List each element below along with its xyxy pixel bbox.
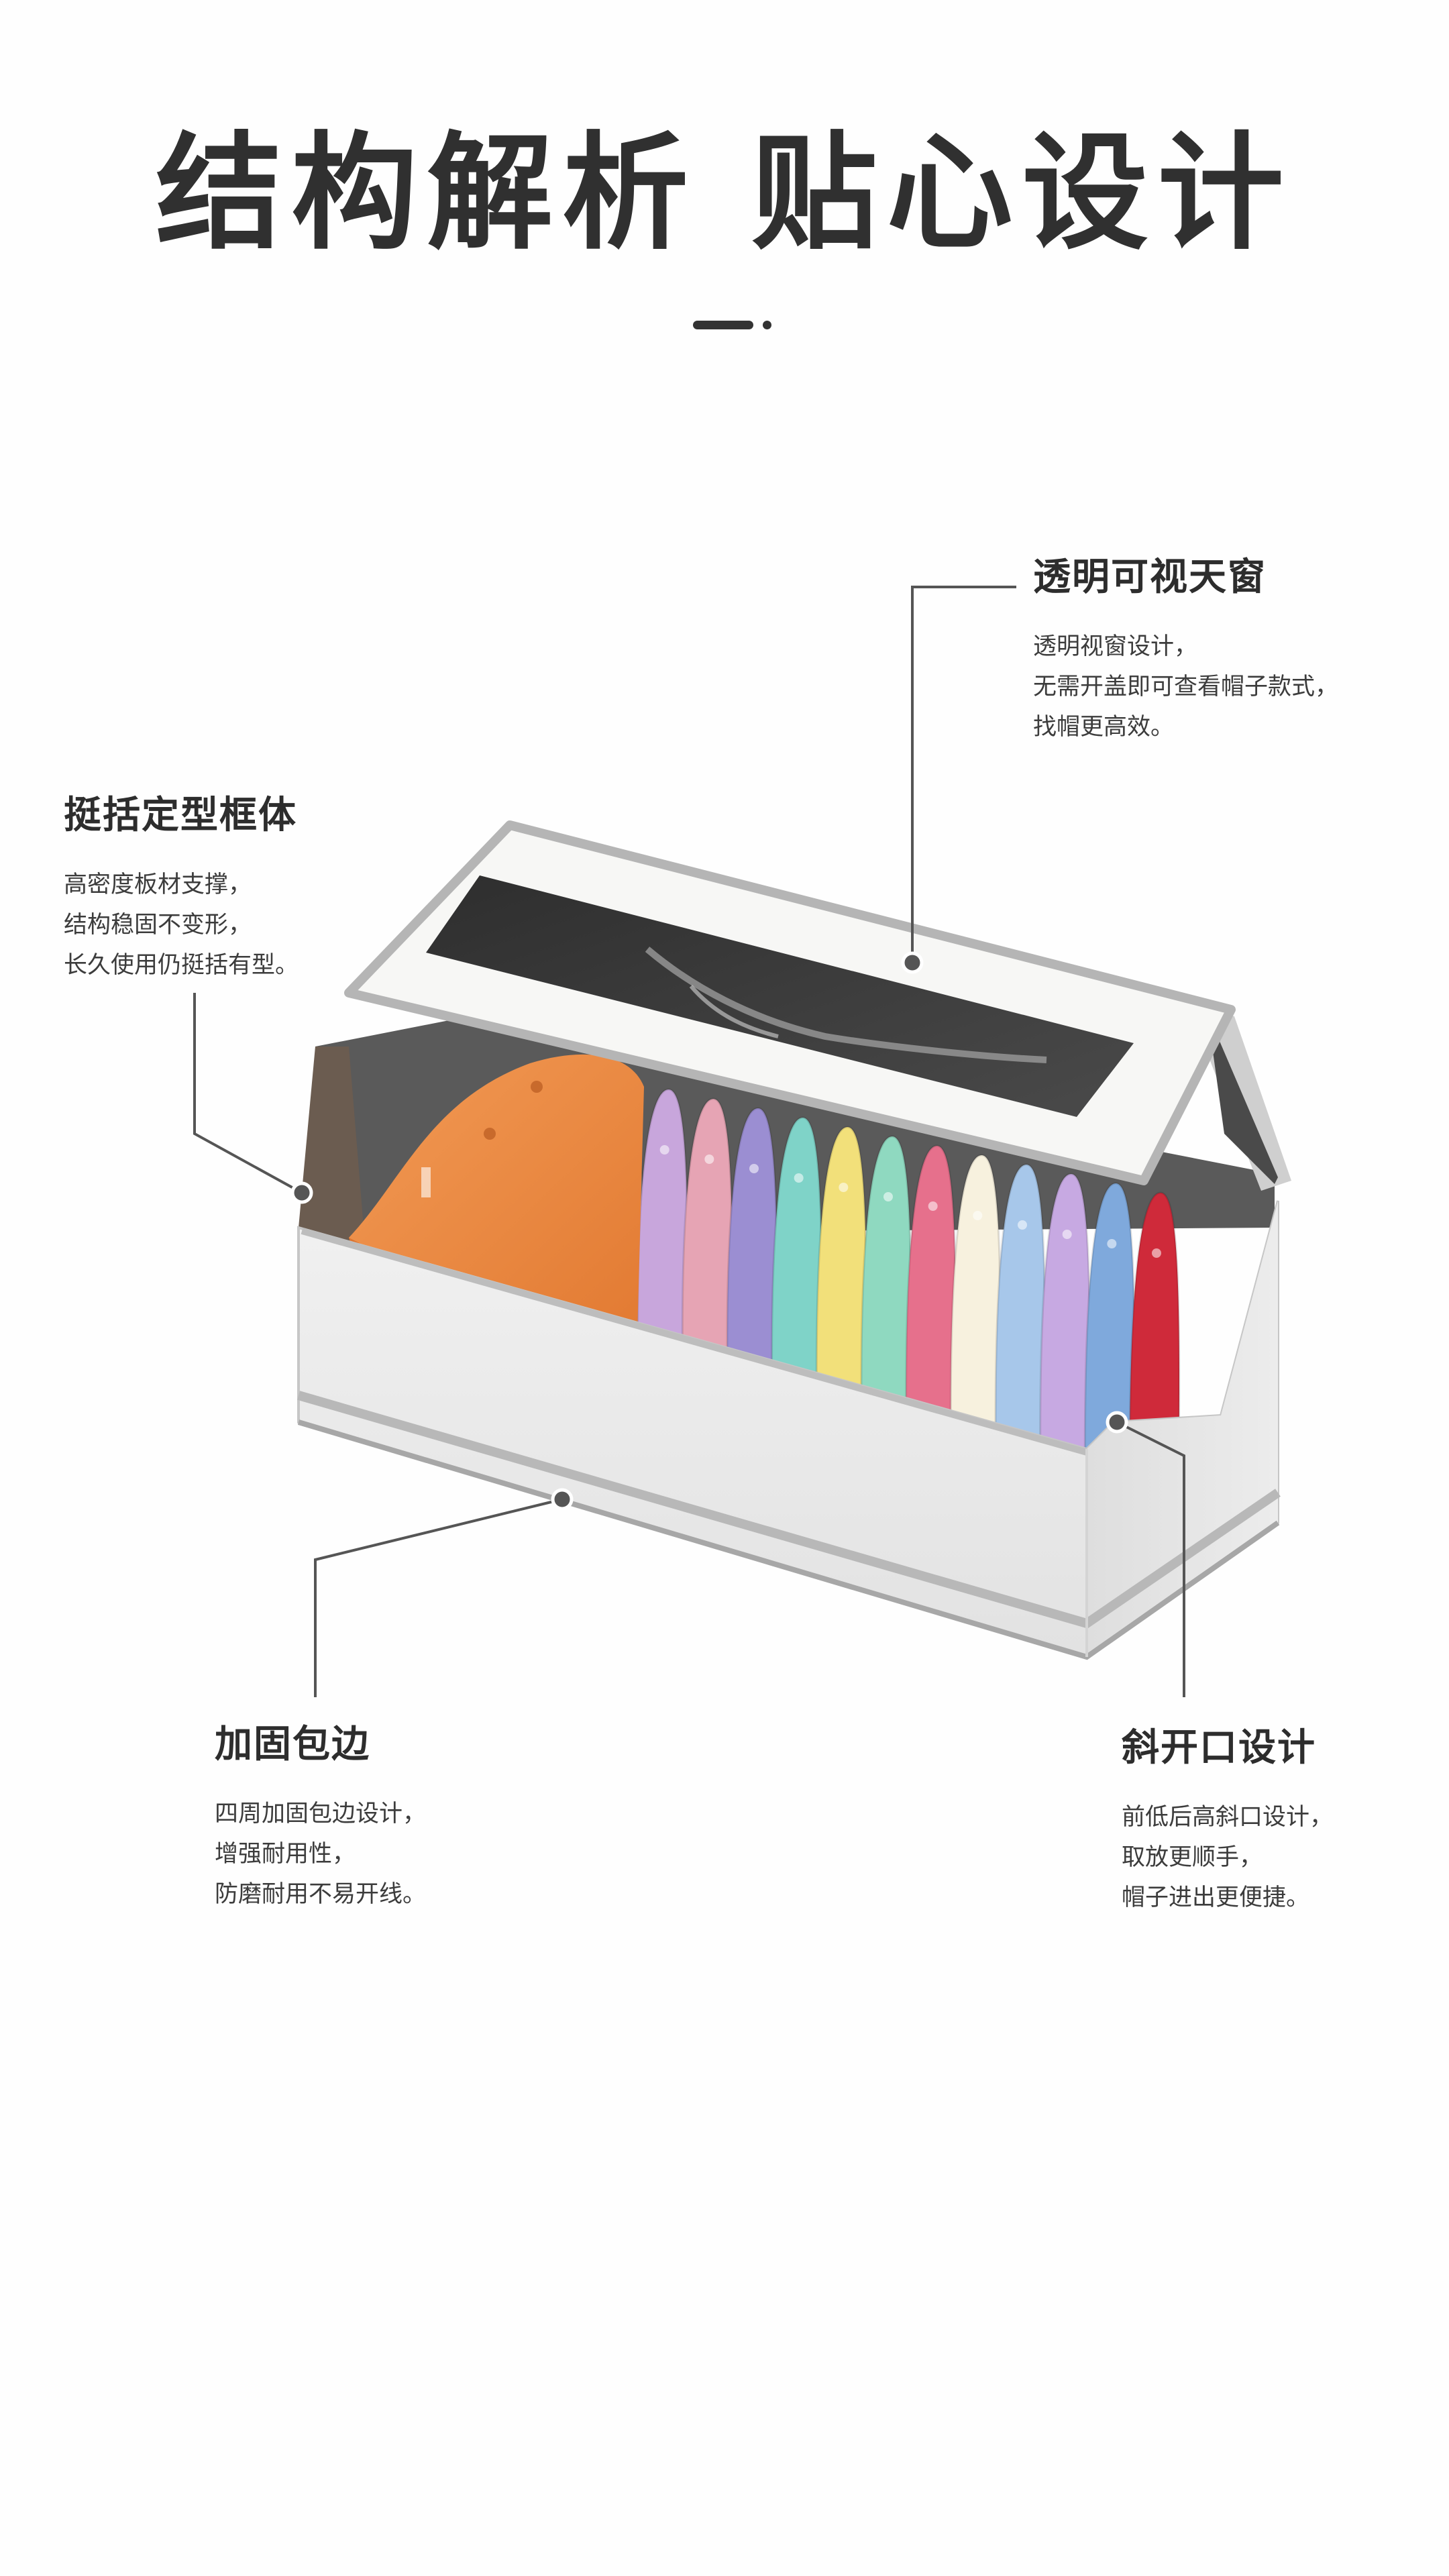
title-divider [693, 321, 800, 330]
callout-line: 找帽更高效。 [1033, 714, 1175, 741]
callout-line: 防磨耐用不易开线。 [215, 1881, 427, 1908]
marker-frame-dot-marker-icon [290, 1181, 313, 1204]
page-title: 结构解析 贴心设计 [156, 120, 1293, 267]
callout-line: 透明视窗设计， [1033, 633, 1198, 660]
cap-eyelet-12 [1107, 1239, 1117, 1248]
cap-eyelet-5 [794, 1173, 804, 1183]
cap-eyelet-3 [704, 1155, 714, 1164]
callout-slanted-opening: 斜开口设计 前低后高斜口设计， 取放更顺手， 帽子进出更便捷。 [1122, 1717, 1333, 1918]
callout-line: 取放更顺手， [1122, 1844, 1263, 1871]
callout-markers [290, 951, 1128, 1511]
callout-rigid-frame: 挺括定型框体 高密度板材支撑， 结构稳固不变形， 长久使用仍挺括有型。 [64, 785, 299, 985]
leader-frame [193, 993, 303, 1194]
callout-transparent-window: 透明可视天窗 透明视窗设计， 无需开盖即可查看帽子款式， 找帽更高效。 [1033, 547, 1338, 747]
callout-heading: 透明可视天窗 [1033, 555, 1267, 599]
callout-line: 帽子进出更便捷。 [1122, 1884, 1310, 1911]
cap-eyelet-9 [973, 1211, 983, 1220]
callout-heading: 斜开口设计 [1122, 1726, 1316, 1770]
callout-leaders [193, 586, 1185, 1697]
cap-eyelet-13 [1152, 1248, 1161, 1258]
leader-edge [314, 1498, 563, 1697]
callout-line: 长久使用仍挺括有型。 [64, 952, 299, 979]
cap-eyelet-11 [1062, 1230, 1072, 1239]
callout-heading: 加固包边 [215, 1723, 370, 1766]
callout-reinforced-edge: 加固包边 四周加固包边设计， 增强耐用性， 防磨耐用不易开线。 [215, 1714, 426, 1915]
cap-eyelet-7 [883, 1192, 893, 1201]
cap-eyelet-8 [928, 1201, 938, 1211]
callout-line: 结构稳固不变形， [64, 912, 252, 938]
cap-eyelet-6 [839, 1183, 849, 1192]
box-front-panel [297, 1200, 1281, 1660]
callout-line: 高密度板材支撑， [64, 871, 252, 898]
leader-slant [1116, 1421, 1185, 1697]
callout-line: 无需开盖即可查看帽子款式， [1033, 674, 1339, 700]
callout-line: 前低后高斜口设计， [1122, 1804, 1334, 1831]
marker-edge-dot-marker-icon [551, 1488, 574, 1511]
callout-heading: 挺括定型框体 [64, 794, 297, 837]
cap-eyelet-2 [659, 1145, 669, 1155]
divider-dash [693, 321, 753, 329]
callout-line: 四周加固包边设计， [215, 1801, 427, 1827]
callout-line: 增强耐用性， [215, 1841, 356, 1868]
box-lid [344, 820, 1291, 1191]
marker-window-dot-marker-icon [901, 951, 924, 974]
divider-dot-icon [763, 321, 771, 329]
marker-slant-dot-marker-icon [1106, 1411, 1128, 1434]
leader-window [911, 586, 1016, 961]
cap-eyelet-10 [1018, 1220, 1027, 1230]
cap-eyelet-4 [749, 1164, 759, 1173]
